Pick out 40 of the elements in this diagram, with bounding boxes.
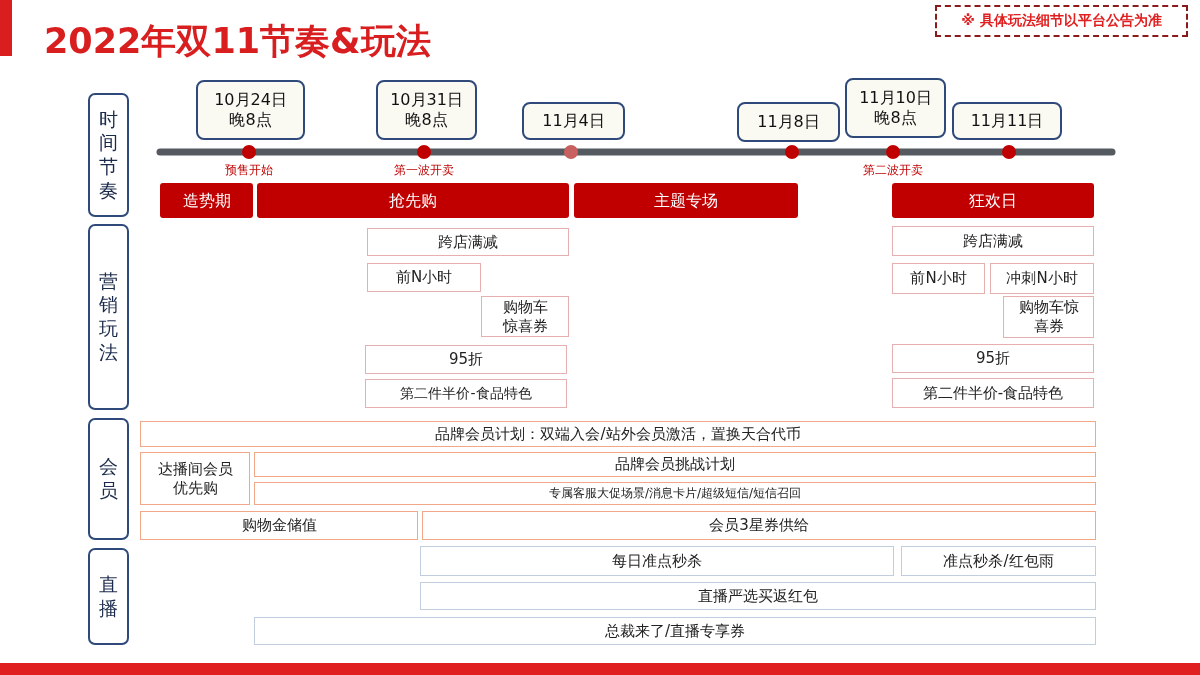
member-box: 达播间会员优先购 — [140, 452, 250, 505]
milestone-label: 第二波开卖 — [863, 162, 923, 179]
promo-box: 冲刺N小时 — [990, 263, 1094, 294]
promo-box: 购物车惊喜券 — [1003, 296, 1094, 338]
row-header: 直播 — [88, 548, 129, 645]
phase-bar: 狂欢日 — [892, 183, 1094, 218]
member-box: 品牌会员计划：双端入会/站外会员激活，置换天合代币 — [140, 421, 1096, 447]
date-box: 11月4日 — [522, 102, 625, 140]
live-box: 总裁来了/直播专享券 — [254, 617, 1096, 645]
promo-box: 跨店满减 — [367, 228, 569, 256]
promo-box: 前N小时 — [367, 263, 481, 292]
promo-box: 购物车惊喜券 — [481, 296, 569, 337]
phase-bar: 主题专场 — [574, 183, 798, 218]
date-box: 11月10日晚8点 — [845, 78, 946, 138]
member-box: 会员3星券供给 — [422, 511, 1096, 540]
live-box: 每日准点秒杀 — [420, 546, 894, 576]
milestone-label: 第一波开卖 — [394, 162, 454, 179]
phase-bar: 抢先购 — [257, 183, 569, 218]
notice-box: ※ 具体玩法细节以平台公告为准 — [935, 5, 1188, 37]
promo-box: 前N小时 — [892, 263, 985, 294]
date-box: 11月11日 — [952, 102, 1062, 140]
phase-bar: 造势期 — [160, 183, 253, 218]
promo-box: 95折 — [365, 345, 567, 374]
promo-box: 第二件半价-食品特色 — [365, 379, 567, 408]
row-header: 会员 — [88, 418, 129, 540]
date-box: 10月31日晚8点 — [376, 80, 477, 140]
title: 2022年双11节奏&玩法 — [44, 20, 431, 63]
milestone-label: 预售开始 — [225, 162, 273, 179]
live-box: 直播严选买返红包 — [420, 582, 1096, 610]
row-header: 时间节奏 — [88, 93, 129, 217]
date-box: 10月24日晚8点 — [196, 80, 305, 140]
member-box: 品牌会员挑战计划 — [254, 452, 1096, 477]
row-header: 营销玩法 — [88, 224, 129, 410]
promo-box: 第二件半价-食品特色 — [892, 378, 1094, 408]
date-box: 11月8日 — [737, 102, 840, 142]
member-box: 专属客服大促场景/消息卡片/超级短信/短信召回 — [254, 482, 1096, 505]
live-box: 准点秒杀/红包雨 — [901, 546, 1096, 576]
member-box: 购物金储值 — [140, 511, 418, 540]
promo-box: 95折 — [892, 344, 1094, 373]
promo-box: 跨店满减 — [892, 226, 1094, 256]
